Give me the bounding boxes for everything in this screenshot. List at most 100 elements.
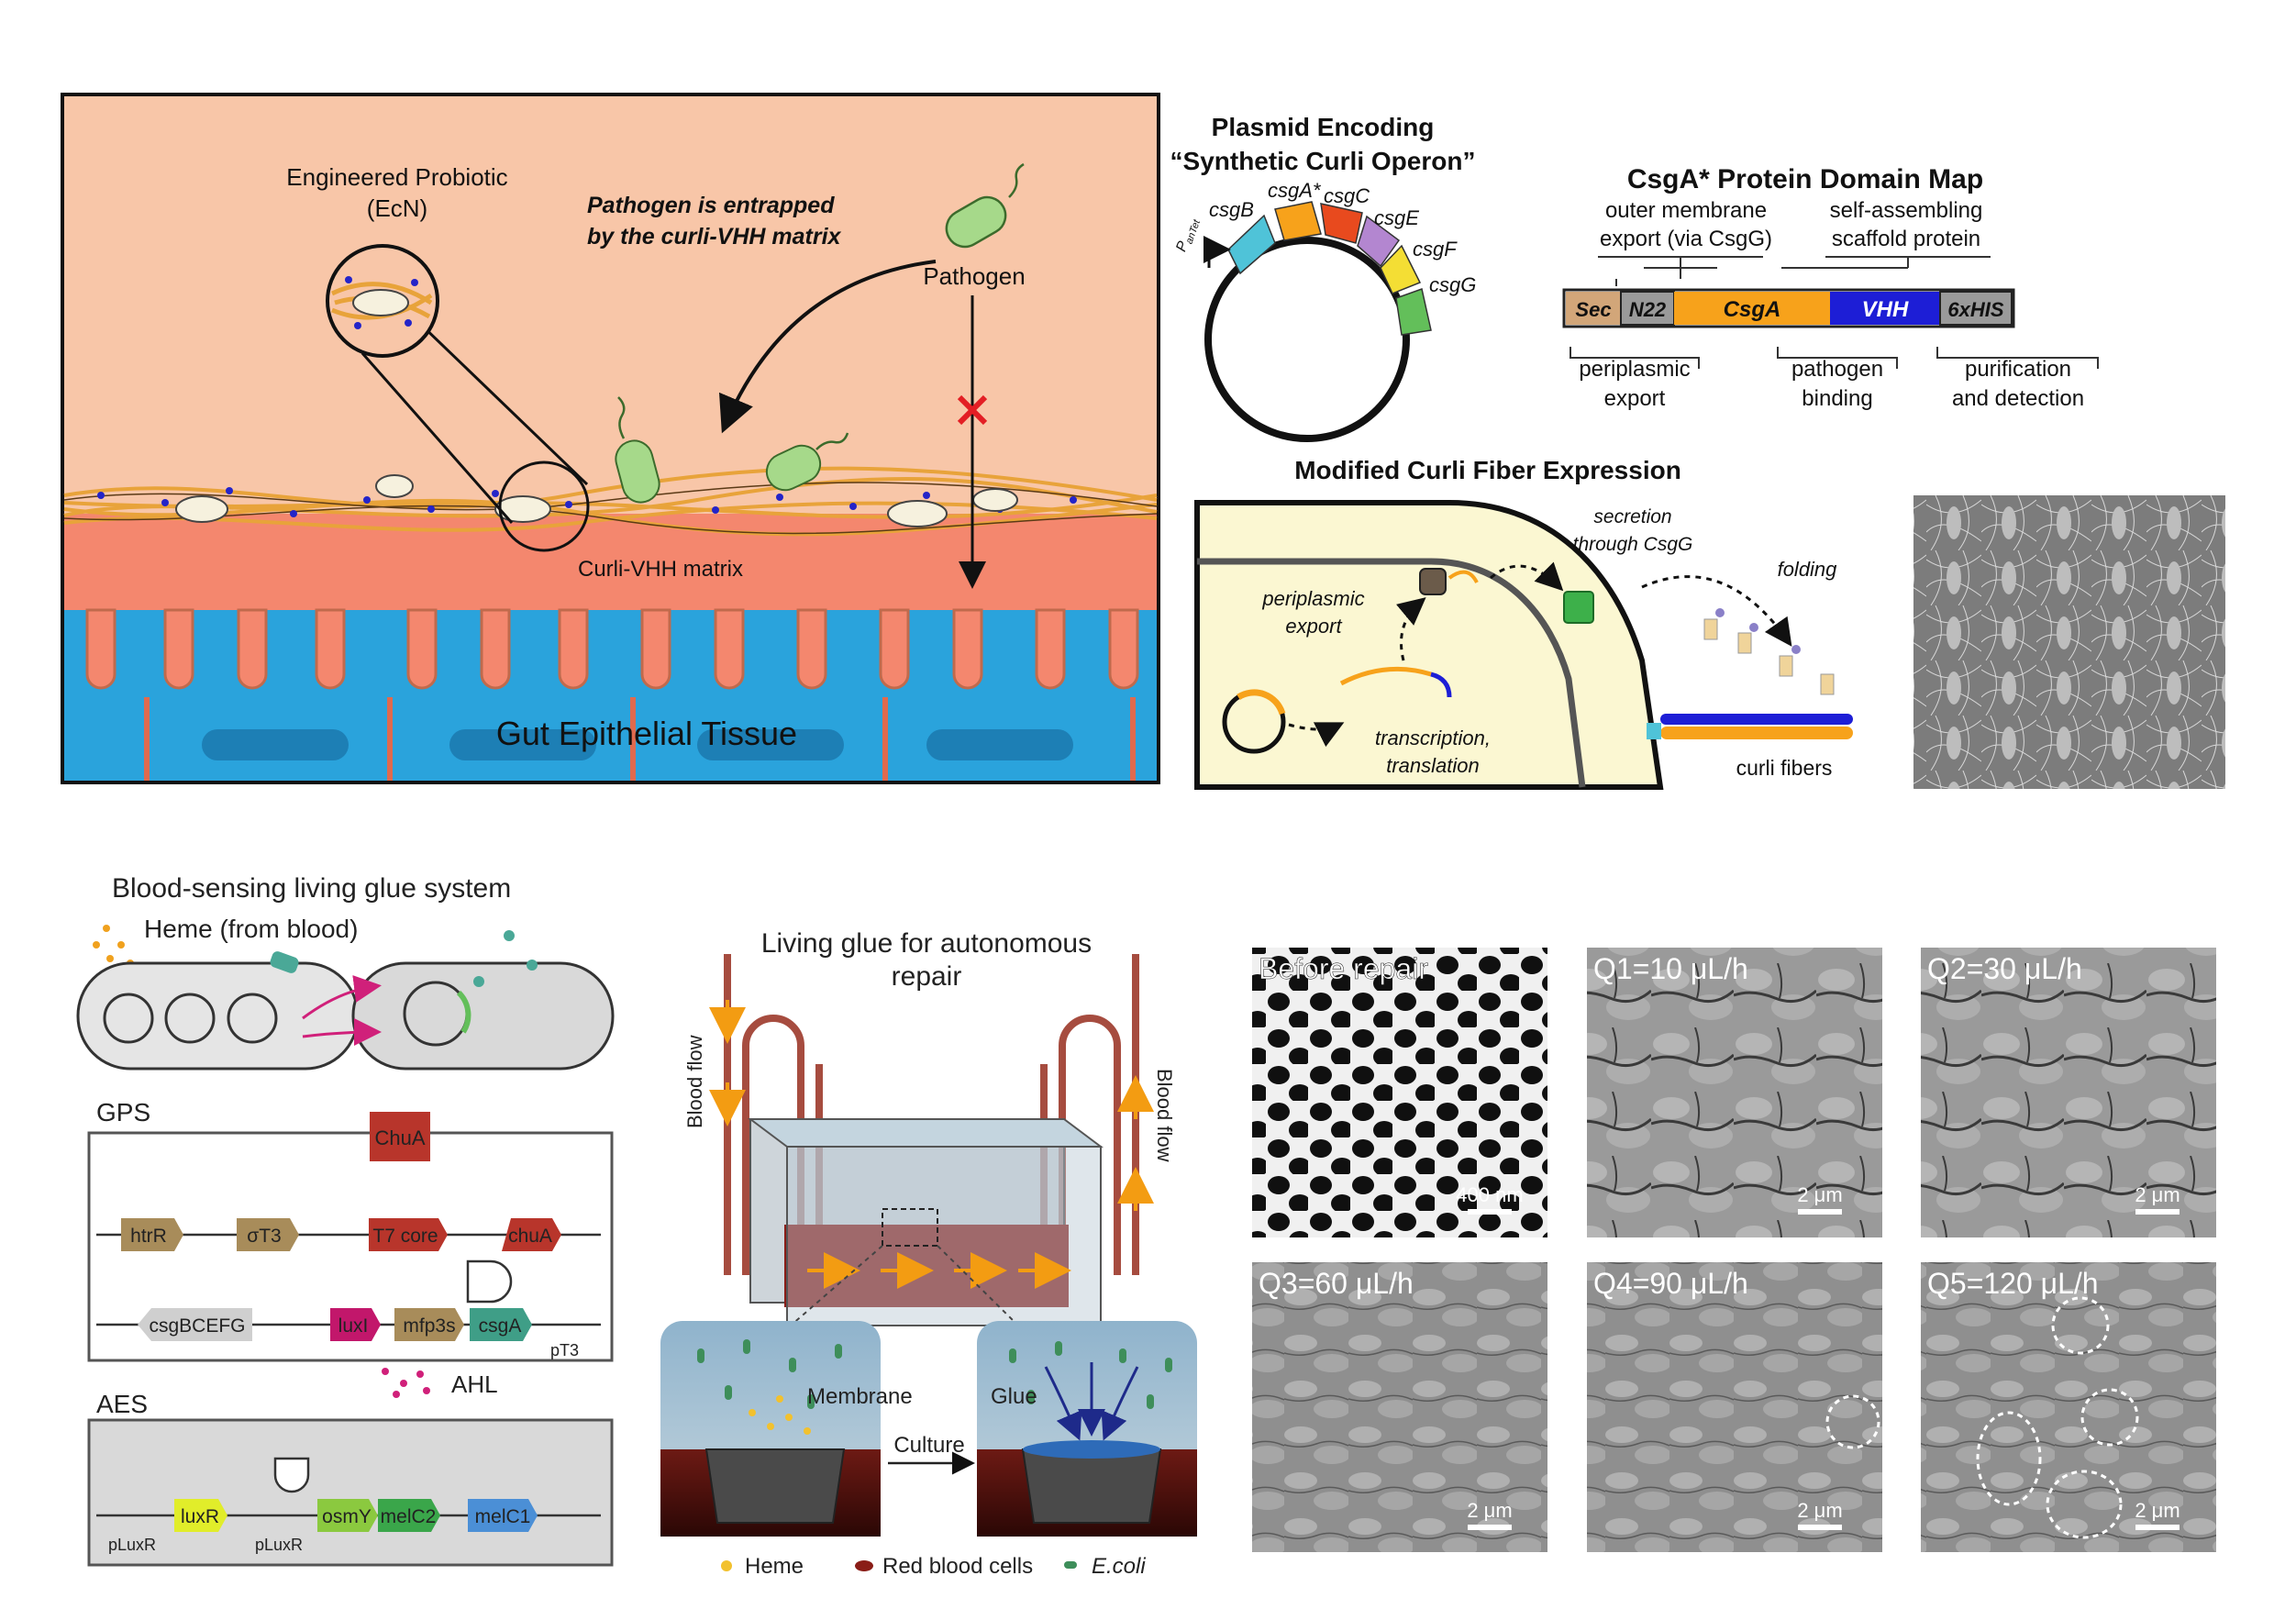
sem-panel-q5: Q5=120 μL/h 2 μm (1921, 1262, 2216, 1552)
secretion-label-1: secretion (1593, 506, 1671, 527)
bottom-label-3b: and detection (1952, 386, 2084, 411)
gut-panel: Gut Epithelial Tissue (61, 93, 1160, 784)
ahl-label: AHL (451, 1370, 498, 1398)
pathogen-label: Pathogen (923, 262, 1025, 290)
plasmid-ring (1204, 237, 1410, 442)
part-htrr-label: htrR (130, 1226, 167, 1247)
zoom-line-2 (416, 319, 589, 486)
chua-sensor (270, 951, 299, 973)
part-csga-gene-label: csgA (479, 1315, 522, 1337)
sem-panel-q2: Q2=30 μL/h 2 μm (1921, 948, 2216, 1237)
probiotic-label: Engineered Probiotic (286, 163, 507, 191)
cup-left (704, 1448, 846, 1524)
pathogen-flagella (617, 162, 1025, 450)
heme-label: Heme (from blood) (144, 915, 358, 943)
part-melc1-label: melC1 (475, 1506, 531, 1527)
living-glue-panel: Living glue for autonomous repair Blood … (660, 928, 1197, 1579)
free-pathogen (945, 195, 1007, 249)
svg-text:Q4=90 μL/h: Q4=90 μL/h (1593, 1267, 1748, 1300)
part-melc2-label: melC2 (381, 1506, 437, 1527)
part-chua-label: chuA (508, 1226, 552, 1247)
sem-panel-q1: Q1=10 μL/h 2 μm (1587, 948, 1882, 1237)
sec-translocon (1419, 568, 1447, 595)
cell-left (76, 961, 360, 1071)
pt3-label: pT3 (550, 1341, 579, 1359)
part-csgbcefg-label: csgBCEFG (149, 1315, 245, 1337)
svg-text:Q3=60 μL/h: Q3=60 μL/h (1259, 1267, 1414, 1300)
gps-label: GPS (96, 1098, 150, 1126)
chua-top-box (370, 1112, 430, 1161)
tissue-label: Gut Epithelial Tissue (496, 715, 797, 752)
sem-curli-image (1913, 495, 2225, 789)
living-glue-title-2: repair (892, 961, 962, 992)
domain-n22 (1620, 291, 1675, 326)
gene-csgc: csgC (1324, 184, 1370, 207)
part-sigma-t3-label: σT3 (247, 1226, 281, 1247)
sem-panel-q4: Q4=90 μL/h 2 μm (1587, 1262, 1882, 1552)
zoom-probiotic (352, 289, 409, 316)
and-gate-aes (273, 1457, 310, 1493)
matrix-label: Curli-VHH matrix (578, 557, 743, 582)
entrapment-label-2: by the curli-VHH matrix (587, 224, 842, 250)
sem-grid: Before repair 400 nm Q1=10 μL/h 2 μm Q2=… (1252, 948, 2216, 1552)
membrane-label: Membrane (807, 1384, 913, 1409)
flow-arrows (709, 1000, 1154, 1289)
entrapped-pathogens (615, 439, 822, 504)
svg-text:400 nm: 400 nm (1456, 1183, 1523, 1206)
glue-arrows (1044, 1362, 1139, 1441)
promoter-arrow (1203, 236, 1231, 268)
blocked-x-icon (957, 394, 988, 426)
aes-box (87, 1418, 614, 1567)
bottom-label-2b: binding (1802, 386, 1872, 411)
domain-his-label: 6xHIS (1947, 298, 2003, 321)
curli-fiber-stack (1647, 714, 1853, 739)
sem-panel-q3: Q3=60 μL/h 2 μm (1252, 1262, 1547, 1552)
glue-particles (473, 930, 538, 987)
bottom-label-1b: export (1604, 386, 1666, 411)
domain-bar-outline (1562, 288, 2015, 328)
entrapment-label-1: Pathogen is entrapped (587, 193, 835, 218)
cup-right (1021, 1448, 1162, 1524)
part-t7-core (369, 1218, 448, 1251)
small-plasmid-genes (1237, 689, 1286, 716)
zoom-vhh (345, 276, 418, 329)
legend-heme: Heme (745, 1554, 804, 1579)
svg-text:2 μm: 2 μm (1797, 1183, 1842, 1206)
transcription-arrow (1288, 722, 1345, 748)
bottom-label-2a: pathogen (1791, 357, 1883, 382)
blood-flow-left: Blood flow (683, 1035, 706, 1128)
svg-text:Q2=30 μL/h: Q2=30 μL/h (1927, 952, 2082, 985)
promoter-label: PanTet (1173, 215, 1203, 254)
nascent-protein (1339, 666, 1432, 686)
gene-csgg: csgG (1429, 273, 1476, 296)
folding-arrow (1641, 575, 1792, 647)
curli-expression-panel: Modified Curli Fiber Expression periplas… (1194, 456, 1853, 790)
part-chua (502, 1218, 561, 1251)
part-luxi (330, 1308, 381, 1341)
transcription-label-1: transcription, (1375, 727, 1491, 749)
glue-system-panel: Blood-sensing living glue system Heme (f… (76, 873, 615, 1567)
blood-flow-right: Blood flow (1153, 1069, 1176, 1162)
legend-ecoli: E.coli (1092, 1554, 1146, 1579)
living-glue-title-1: Living glue for autonomous (761, 928, 1092, 959)
secretion-label-2: through CsgG (1573, 534, 1693, 555)
ecoli-particles (697, 1339, 1172, 1409)
legend-ecoli-icon (1064, 1561, 1077, 1569)
secretion-arrow (1490, 561, 1564, 592)
heme-particles (749, 1395, 811, 1435)
gene-arcs (1227, 201, 1432, 336)
ahl-signal-arrows (302, 975, 382, 1047)
chua-top-label: ChuA (374, 1126, 425, 1149)
zoom-line-1 (360, 352, 514, 524)
domain-sec-label: Sec (1575, 298, 1611, 321)
heme-dots (93, 925, 134, 967)
domain-map-title: CsgA* Protein Domain Map (1627, 164, 1983, 194)
part-luxr (174, 1499, 227, 1532)
nuclei (202, 729, 1073, 760)
legend-rbc-icon (855, 1560, 873, 1571)
dashed-right (937, 1245, 1019, 1326)
probiotic-cells (175, 474, 1018, 527)
tank-front (786, 1146, 1102, 1326)
part-melc1 (468, 1499, 538, 1532)
entrapment-arrow (718, 260, 937, 434)
